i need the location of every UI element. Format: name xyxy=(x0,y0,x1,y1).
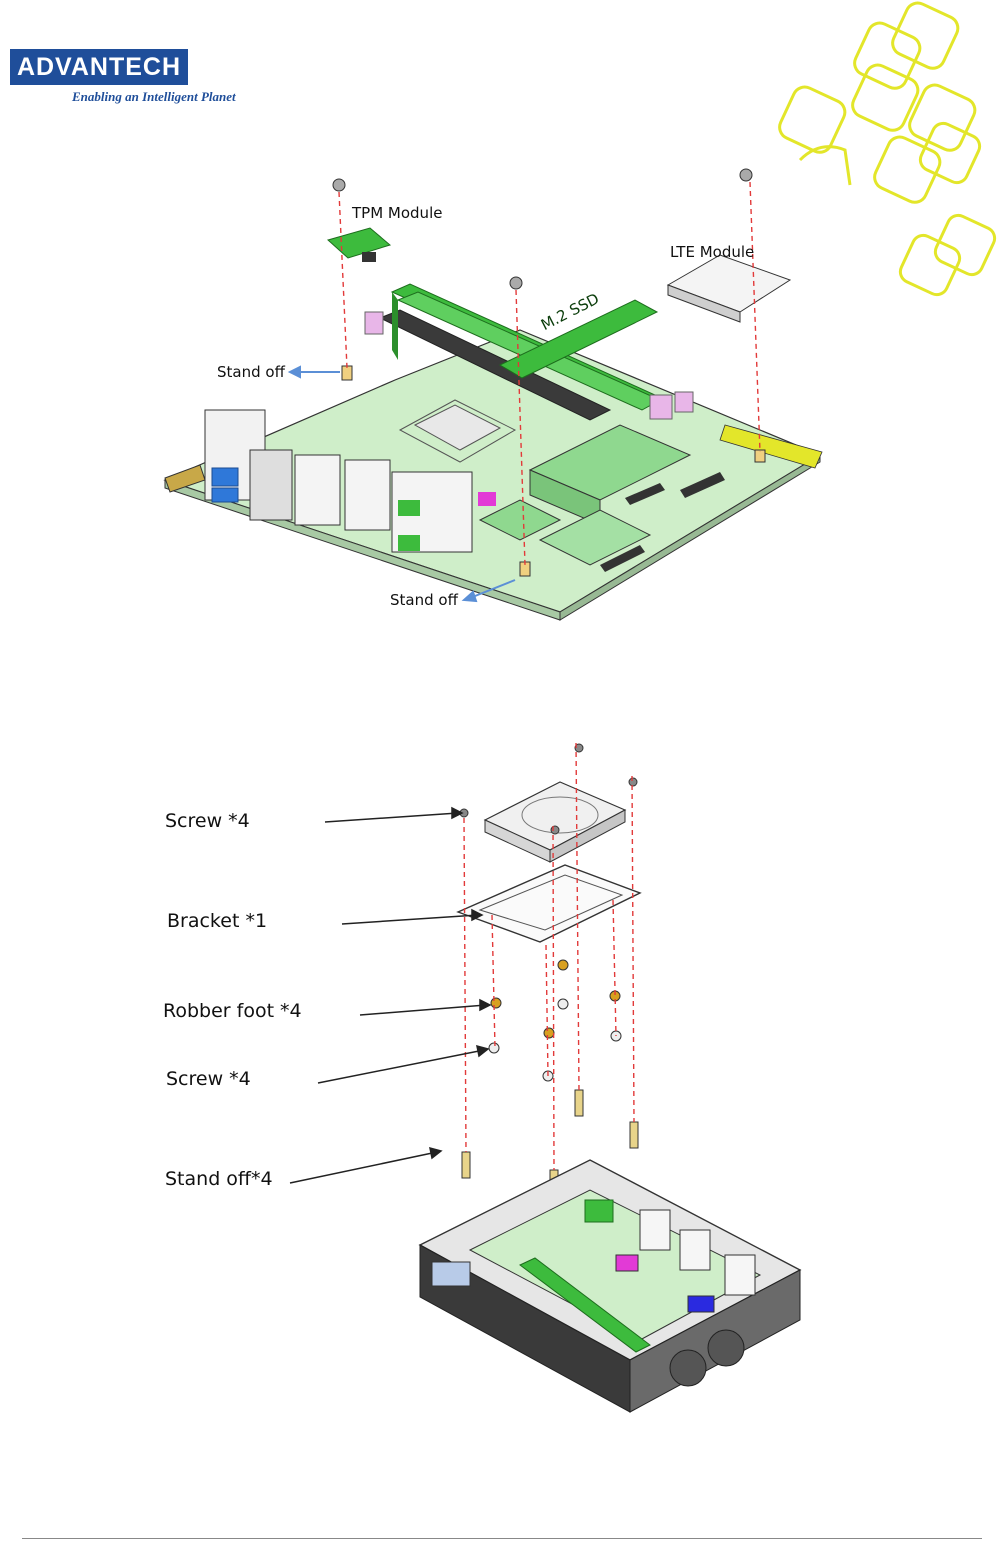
motherboard-figure xyxy=(165,169,822,620)
label-screw-top: Screw *4 xyxy=(165,810,250,832)
label-standoff-4: Stand off*4 xyxy=(165,1168,273,1190)
hdd-assembly-figure xyxy=(290,743,800,1412)
label-screw-bottom: Screw *4 xyxy=(166,1068,251,1090)
label-lte-module: LTE Module xyxy=(670,243,754,261)
label-bracket: Bracket *1 xyxy=(167,910,267,932)
decor-squares-group xyxy=(776,0,999,298)
label-standoff-left: Stand off xyxy=(217,363,285,381)
label-tpm-module: TPM Module xyxy=(352,204,442,222)
label-robber-foot: Robber foot *4 xyxy=(163,1000,302,1022)
label-standoff-bottom: Stand off xyxy=(390,591,458,609)
footer-divider xyxy=(22,1538,982,1539)
